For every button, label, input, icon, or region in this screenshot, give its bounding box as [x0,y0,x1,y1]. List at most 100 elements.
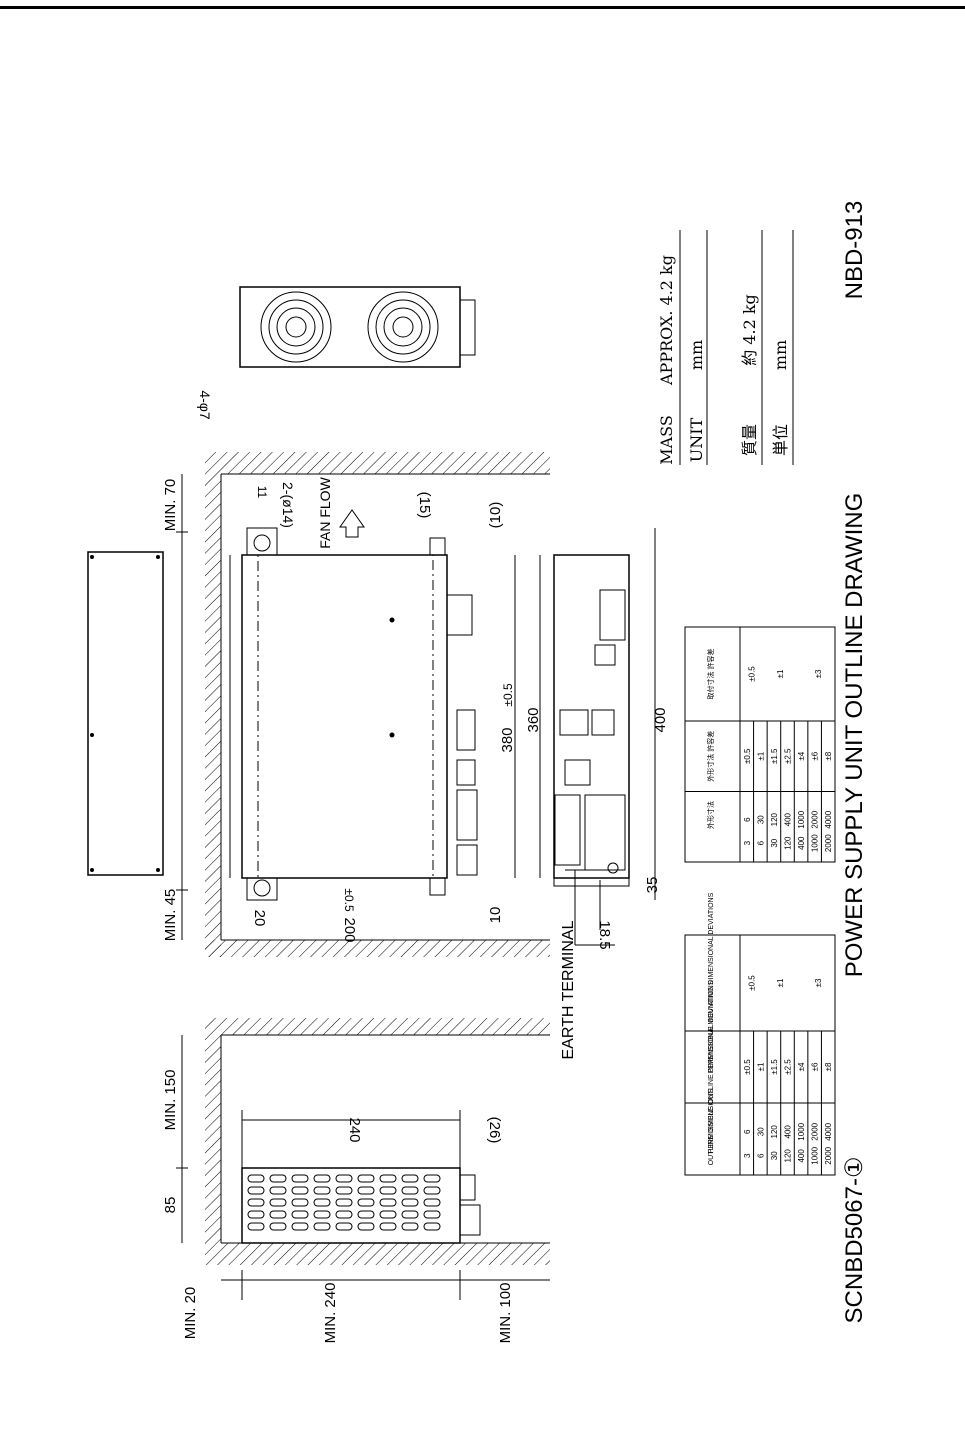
table-cell: ±0.5 [743,748,752,764]
table-mount-cell: ±1 [776,978,785,987]
dim-tol-200: ±0.5 [342,888,356,912]
table-cell: 400 [784,812,793,826]
vent-slot [269,1198,287,1207]
vent-slot [357,1198,375,1207]
table-cell: ±6 [811,751,820,760]
table-cell: 6 [743,1129,752,1134]
vent-slot [313,1174,331,1183]
vent-slot [379,1210,397,1219]
mass-value: APPROX. 4.2 kg [657,255,676,386]
table-cell: 3 [743,1153,752,1158]
vent-slot [357,1174,375,1183]
table-cell: ±8 [824,751,833,760]
table-cell: 4000 [824,1122,833,1140]
vent-slot [379,1186,397,1195]
mass-jp-value: 約 4.2 kg [740,294,759,366]
table-cell: ±1 [756,1062,765,1071]
unit-jp-label: 単位 [771,424,790,456]
vent-slot [401,1210,419,1219]
hole-label: 2-(ø14) [280,482,296,528]
vent-slot [401,1174,419,1183]
table-cell: ±2.5 [784,748,793,764]
vent-slot [401,1186,419,1195]
table-cell: 2000 [824,1146,833,1164]
hole-dia-label: 4-φ7 [197,390,213,420]
table-cell: 400 [784,1125,793,1139]
table-cell: 1000 [797,1122,806,1140]
vent-slot [335,1198,353,1207]
header-rule [0,6,965,9]
vent-slot [335,1210,353,1219]
vent-slot [269,1210,287,1219]
vent-slot [335,1222,353,1231]
vent-slot [401,1198,419,1207]
table-cell: 4000 [824,810,833,828]
vent-slot [357,1222,375,1231]
vent-slot [291,1174,309,1183]
vent-slot [247,1174,265,1183]
table-header: 外形寸法 許容差 [706,731,715,782]
dim-10b: (10) [487,502,504,529]
mass-jp-label: 質量 [740,424,759,456]
vent-slot [247,1198,265,1207]
table-cell: 3 [743,840,752,845]
vent-slot [247,1186,265,1195]
model-number: NBD-913 [841,201,868,300]
dim-min70: MIN. 70 [162,479,179,532]
vent-slot [379,1174,397,1183]
hole-r-label: 11 [255,486,269,499]
vent-slot [401,1222,419,1231]
table-header: OUTLINE DIMENSIONS [708,1088,715,1165]
vent-slot [247,1222,265,1231]
table-cell: ±1.5 [770,748,779,764]
table-cell: 400 [797,836,806,850]
vent-slot [291,1186,309,1195]
table-cell: 2000 [811,1122,820,1140]
side-view-panel [176,1018,550,1300]
vent-slot [357,1186,375,1195]
vent-slot [357,1210,375,1219]
table-cell: ±4 [797,751,806,760]
table-cell: 2000 [811,810,820,828]
vent-slot [423,1198,441,1207]
table-cell: ±1 [756,751,765,760]
dim-15: (15) [416,492,433,519]
dim-min240: MIN. 240 [322,1283,339,1344]
dim-26: (26) [486,1117,503,1144]
table-cell: 1000 [811,834,820,852]
mass-label: MASS [657,415,676,465]
unit-jp-value: mm [771,340,790,370]
dim-min20: MIN. 20 [182,1287,199,1340]
vent-slot [379,1198,397,1207]
table-cell: 1000 [797,810,806,828]
vent-slot [335,1174,353,1183]
vent-slot [313,1222,331,1231]
table-cell: ±1.5 [770,1059,779,1075]
table-header: PERMISSIBLE OUTLINE DIMENSIONAL DEVIATIO… [708,980,715,1153]
vent-slot [423,1186,441,1195]
unit-value: mm [687,340,706,370]
dim-400: 400 [652,707,669,732]
table-cell: 30 [770,838,779,847]
table-mount-cell: ±0.5 [747,666,756,682]
dim-min150: MIN. 150 [162,1070,179,1131]
table-cell: ±0.5 [743,1059,752,1075]
table-mount-cell: ±1 [776,669,785,678]
vent-slot [313,1210,331,1219]
vent-slot [291,1198,309,1207]
dim-380: 380 [499,727,516,752]
vent-slot [423,1210,441,1219]
dim-85: 85 [162,1197,179,1214]
vent-slot [291,1210,309,1219]
table-cell: 400 [797,1149,806,1163]
table-cell: 6 [756,1153,765,1158]
table-mount-cell: ±3 [814,978,823,987]
dim-min100: MIN. 100 [497,1283,514,1344]
table-cell: 30 [756,1127,765,1136]
vent-slot [269,1222,287,1231]
drawing-number: SCNBD5067-① [841,1157,868,1324]
dim-35: 35 [644,877,661,894]
